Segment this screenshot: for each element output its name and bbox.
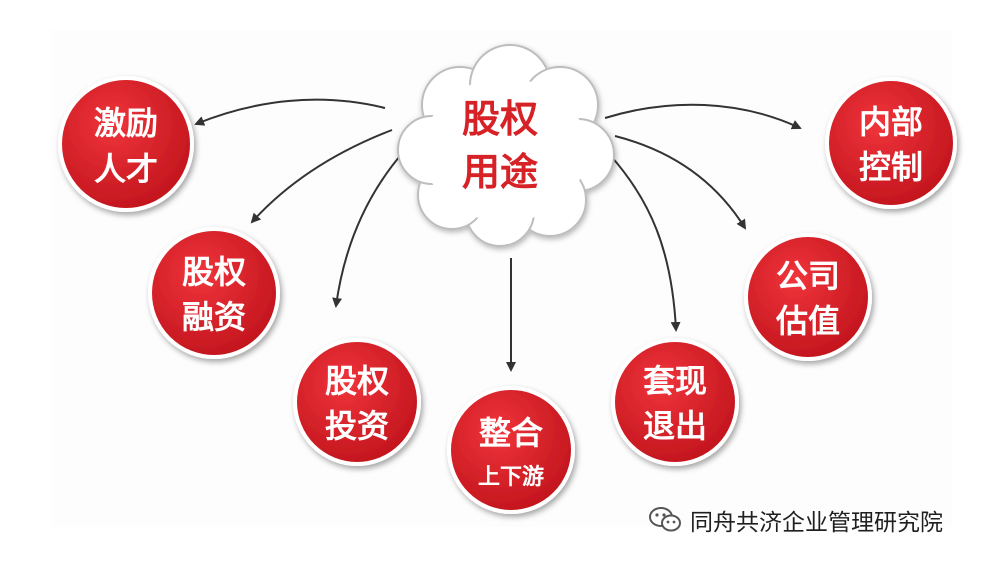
node-control: 内部 控制 bbox=[825, 77, 957, 209]
node-integration-line1: 整合 bbox=[479, 414, 543, 452]
arrow-to-control bbox=[604, 103, 802, 130]
node-exit-line2: 退出 bbox=[643, 407, 707, 445]
arrow-to-valuation bbox=[614, 135, 747, 230]
node-financing-line1: 股权 bbox=[182, 253, 246, 291]
node-integration: 整合 上下游 bbox=[447, 386, 575, 514]
arrow-to-investment bbox=[332, 149, 406, 308]
node-investment-line1: 股权 bbox=[325, 362, 389, 400]
center-title-line2: 用途 bbox=[462, 150, 538, 194]
node-incentive: 激励 人才 bbox=[58, 76, 194, 212]
arrow-to-exit bbox=[609, 154, 681, 332]
node-control-line2: 控制 bbox=[859, 148, 923, 186]
node-financing-line2: 融资 bbox=[182, 298, 246, 336]
arrow-to-incentive bbox=[194, 98, 386, 126]
node-investment-line2: 投资 bbox=[325, 407, 389, 445]
node-integration-line2: 上下游 bbox=[478, 464, 544, 490]
node-incentive-line1: 激励 bbox=[94, 104, 158, 142]
watermark-text: 同舟共济企业管理研究院 bbox=[690, 510, 943, 536]
node-valuation: 公司 估值 bbox=[744, 233, 872, 361]
watermark: 同舟共济企业管理研究院 bbox=[648, 502, 943, 538]
center-cloud: 股权 用途 bbox=[397, 44, 615, 247]
node-investment: 股权 投资 bbox=[293, 338, 421, 466]
node-financing: 股权 融资 bbox=[148, 227, 280, 359]
center-title-line1: 股权 bbox=[462, 97, 538, 141]
arrows bbox=[194, 98, 802, 372]
wechat-icon bbox=[649, 507, 681, 532]
node-control-line1: 内部 bbox=[859, 103, 923, 141]
node-incentive-line2: 人才 bbox=[94, 150, 158, 188]
arrow-to-financing bbox=[250, 129, 393, 224]
node-valuation-line1: 公司 bbox=[776, 257, 840, 295]
node-valuation-line2: 估值 bbox=[775, 302, 840, 340]
node-exit-line1: 套现 bbox=[643, 362, 707, 400]
node-exit: 套现 退出 bbox=[611, 338, 739, 466]
